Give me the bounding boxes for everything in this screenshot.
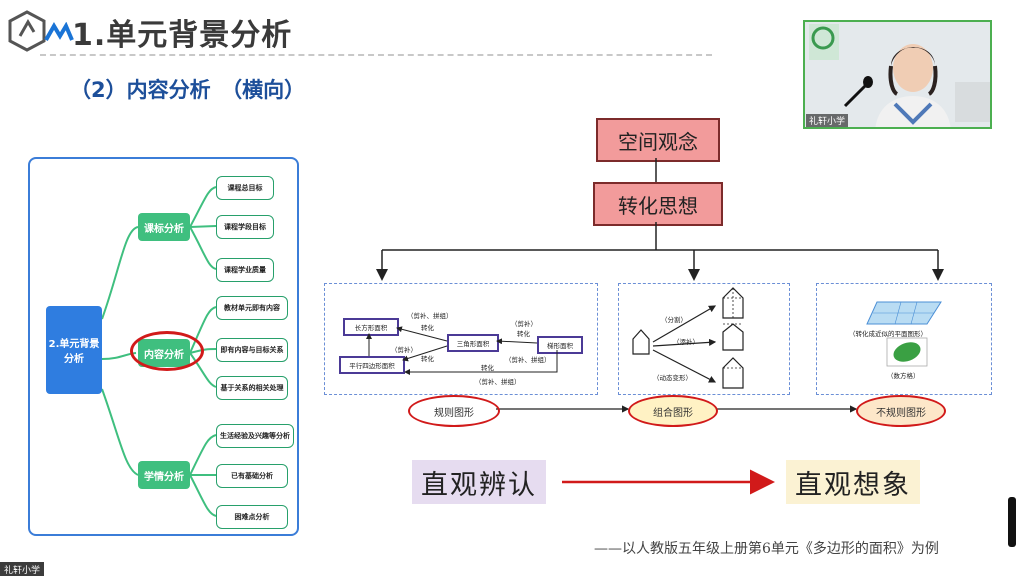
shape-parallelogram-area: 平行四边形面积 — [339, 356, 405, 374]
scrollbar-thumb[interactable] — [1008, 497, 1016, 547]
presenter-name-label: 礼轩小学 — [806, 114, 849, 127]
footer-note: ——以人教版五年级上册第6单元《多边形的面积》为例 — [594, 541, 939, 557]
panel1-note: （剪补、拼组） — [407, 312, 453, 320]
mindmap-leaf: 教材单元即有内容 — [216, 296, 288, 320]
panel3-note: （转化成近似的平面图形） — [849, 330, 927, 338]
presenter-avatar — [805, 22, 990, 127]
panel2-note: （添补） — [673, 338, 699, 346]
mindmap-panel: 2.单元背景分析 课标分析 内容分析 学情分析 课程总目标 课程学段目标 课程学… — [28, 157, 299, 536]
panel1-note: （剪补） — [511, 320, 537, 328]
mindmap-leaf: 课程学段目标 — [216, 215, 274, 239]
shape-trapezoid-area: 梯形面积 — [537, 336, 583, 354]
composite-shapes-drawing — [632, 287, 744, 389]
mindmap-leaf: 基于关系的相关处理 — [216, 376, 288, 400]
panel1-note: 转化 — [421, 355, 434, 363]
composite-shapes-oval: 组合图形 — [628, 395, 718, 427]
mindmap-leaf: 生活经验及兴趣等分析 — [216, 424, 294, 448]
page-subtitle: （2）内容分析 （横向） — [70, 78, 306, 102]
mindmap-branch-curriculum: 课标分析 — [138, 213, 190, 241]
regular-shapes-panel: 长方形面积 三角形面积 梯形面积 平行四边形面积 （剪补、拼组） 转化 （剪补）… — [324, 283, 598, 395]
mindmap-leaf: 即有内容与目标关系 — [216, 338, 288, 362]
screen-share-label: 礼轩小学 — [0, 562, 45, 576]
panel1-note: 转化 — [421, 324, 434, 332]
shape-triangle-area: 三角形面积 — [447, 334, 499, 352]
composite-shapes-panel: （分割） （添补） （动态变形） — [618, 283, 790, 395]
mindmap-root: 2.单元背景分析 — [46, 306, 102, 394]
mindmap-leaf: 课程总目标 — [216, 176, 274, 200]
presenter-video[interactable] — [803, 20, 992, 129]
content-branch-highlight — [130, 331, 204, 371]
regular-shapes-oval: 规则图形 — [408, 395, 500, 427]
title-divider — [40, 54, 712, 56]
logo-mark-icon — [44, 21, 74, 42]
logo-icon — [6, 10, 48, 52]
panel1-note: （剪补、拼组） — [475, 378, 521, 386]
panel1-note: 转化 — [517, 330, 530, 338]
page-title: 1.单元背景分析 — [72, 18, 293, 53]
panel1-note: 转化 — [481, 364, 494, 372]
panel1-note: （剪补） — [391, 346, 417, 354]
panel2-note: （分割） — [661, 316, 687, 324]
mindmap-leaf: 已有基础分析 — [216, 464, 288, 488]
flow-top-box: 空间观念 — [596, 118, 720, 162]
panel2-note: （动态变形） — [653, 374, 692, 382]
flow-middle-box: 转化思想 — [593, 182, 723, 226]
panel1-arrows — [366, 326, 558, 375]
irregular-shapes-oval: 不规则图形 — [856, 395, 946, 427]
mindmap-leaf: 困难点分析 — [216, 505, 288, 529]
mindmap-branch-learners: 学情分析 — [138, 461, 190, 489]
irregular-shapes-drawing — [866, 301, 942, 367]
panel1-note: （剪补、拼组） — [505, 356, 551, 364]
irregular-shapes-panel: （转化成近似的平面图形） （数方格） — [816, 283, 992, 395]
intuitive-recognition-label: 直观辨认 — [412, 460, 546, 504]
panel3-note: （数方格） — [887, 372, 920, 380]
mindmap-leaf: 课程学业质量 — [216, 258, 274, 282]
intuitive-imagination-label: 直观想象 — [786, 460, 920, 504]
